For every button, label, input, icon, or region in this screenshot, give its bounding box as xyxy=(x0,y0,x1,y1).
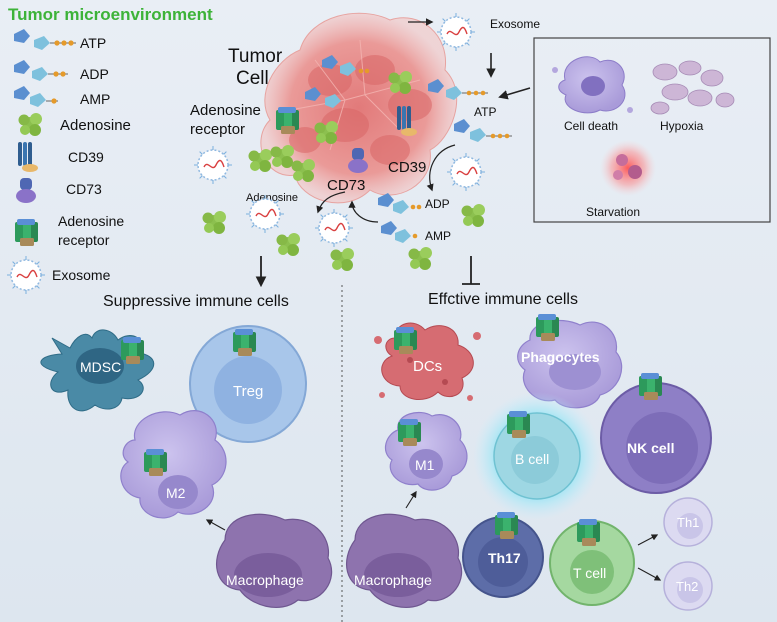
adp-legend-icon xyxy=(14,60,68,81)
macrophage-effective-cell xyxy=(346,513,463,609)
adp-pathway-molecule xyxy=(378,193,422,214)
tumor-title-2: Cell xyxy=(236,68,269,89)
nk-cell xyxy=(600,382,712,494)
treg-label: Treg xyxy=(233,383,263,400)
tumor-adenosine-receptor-icon xyxy=(276,107,299,134)
m2-label: M2 xyxy=(166,485,186,501)
m2-receptor-icon xyxy=(144,449,167,476)
adenosine-blob-6 xyxy=(330,248,354,271)
pathway-adenosine-1 xyxy=(461,204,485,227)
legend-receptor-label-1: Adenosine xyxy=(58,213,124,229)
m1-label: M1 xyxy=(415,457,435,473)
stress-box xyxy=(533,37,771,223)
legend-exosome-label: Exosome xyxy=(52,267,111,283)
cd73-legend-icon xyxy=(16,178,36,203)
tumor-atp-molecules xyxy=(305,55,370,108)
arrow-tcell-th2 xyxy=(637,567,662,581)
m1-cell xyxy=(384,411,468,491)
phagocytes-label: Phagocytes xyxy=(521,349,600,365)
atp-pathway-molecule-2 xyxy=(454,119,512,142)
suppressive-heading: Suppressive immune cells xyxy=(103,293,289,310)
legend-title: Tumor microenvironment xyxy=(8,5,213,24)
arrow-tcell-th1 xyxy=(637,534,659,546)
macrophage-suppressive-cell xyxy=(216,513,333,609)
t-cell xyxy=(549,520,635,606)
adenosine-blob-7 xyxy=(408,247,432,270)
exosome-mid-icon xyxy=(446,152,486,192)
atp-pathway-molecule-1 xyxy=(428,79,488,100)
dcs-label: DCs xyxy=(413,358,442,375)
arrow-atp-to-adp xyxy=(426,144,456,192)
adenosine-blob-4 xyxy=(202,211,226,234)
starvation-label: Starvation xyxy=(586,205,640,219)
dcs-receptor-icon xyxy=(394,327,417,354)
amp-label: AMP xyxy=(425,229,451,243)
th17-label: Th17 xyxy=(488,550,521,566)
treg-cell xyxy=(189,325,307,443)
arrow-macrophage-m1 xyxy=(405,490,417,509)
arrow-stress-atp xyxy=(498,87,531,100)
exosome-top-icon xyxy=(436,12,476,52)
arrow-macrophage-m2 xyxy=(205,519,226,531)
hypoxia-label: Hypoxia xyxy=(660,119,704,133)
adenosine-legend-icon xyxy=(18,113,42,136)
atp-label: ATP xyxy=(474,105,496,119)
amp-pathway-molecule xyxy=(381,221,418,243)
mdsc-label: MDSC xyxy=(80,359,121,375)
legend-adp-label: ADP xyxy=(80,66,109,82)
legend-cd73-label: CD73 xyxy=(66,181,102,197)
adp-label: ADP xyxy=(425,197,450,211)
amp-legend-icon xyxy=(14,86,58,107)
tumor-receptor-label-1: Adenosine xyxy=(190,102,261,119)
atp-legend-icon xyxy=(14,29,76,50)
receptor-legend-icon xyxy=(15,219,38,246)
m1-receptor-icon xyxy=(398,419,421,446)
tumor-receptor-label-2: receptor xyxy=(190,121,245,138)
cell-death-icon xyxy=(552,56,633,114)
phagocytes-receptor-icon xyxy=(536,314,559,341)
treg-receptor-icon xyxy=(233,329,256,356)
cell-death-label: Cell death xyxy=(564,119,618,133)
tumor-cell xyxy=(260,12,458,204)
exosome-adenosine-icon xyxy=(245,194,285,234)
starvation-icon xyxy=(600,140,656,196)
effective-heading: Effctive immune cells xyxy=(428,291,578,308)
macrophage-suppressive-label: Macrophage xyxy=(226,572,304,588)
th1-label: Th1 xyxy=(677,515,699,530)
bcell-label: B cell xyxy=(515,451,549,467)
exosome-label: Exosome xyxy=(490,17,540,31)
exosome-left-icon xyxy=(193,145,233,185)
cd39-legend-icon xyxy=(18,142,38,172)
legend-cd39-label: CD39 xyxy=(68,149,104,165)
th1-cell xyxy=(663,497,713,547)
legend-atp-label: ATP xyxy=(80,35,106,51)
th17-receptor-icon xyxy=(495,512,518,539)
th17-cell xyxy=(462,516,544,598)
adenosine-blob-5 xyxy=(276,233,300,256)
legend-receptor-label-2: receptor xyxy=(58,232,110,248)
tcell-label: T cell xyxy=(573,565,606,581)
cd73-label: CD73 xyxy=(327,177,365,194)
exosome-legend-icon xyxy=(6,255,46,295)
legend-amp-label: AMP xyxy=(80,91,110,107)
m2-cell xyxy=(120,410,227,519)
tcell-receptor-icon xyxy=(577,519,600,546)
exosome-bottom-icon xyxy=(314,208,354,248)
legend-adenosine-label: Adenosine xyxy=(60,117,131,134)
arrow-cd73-curve xyxy=(316,191,346,214)
phagocytes-cell xyxy=(517,319,623,409)
macrophage-effective-label: Macrophage xyxy=(354,572,432,588)
th2-cell xyxy=(663,561,713,611)
arrow-amp-to-adenosine xyxy=(348,200,379,223)
hypoxia-icon xyxy=(650,60,735,115)
mdsc-receptor-icon xyxy=(121,337,144,364)
nk-receptor-icon xyxy=(639,373,662,400)
bcell-receptor-icon xyxy=(507,411,530,438)
cd39-label: CD39 xyxy=(388,159,426,176)
th2-label: Th2 xyxy=(676,579,698,594)
tumor-title-1: Tumor xyxy=(228,46,283,67)
nk-label: NK cell xyxy=(627,440,674,456)
